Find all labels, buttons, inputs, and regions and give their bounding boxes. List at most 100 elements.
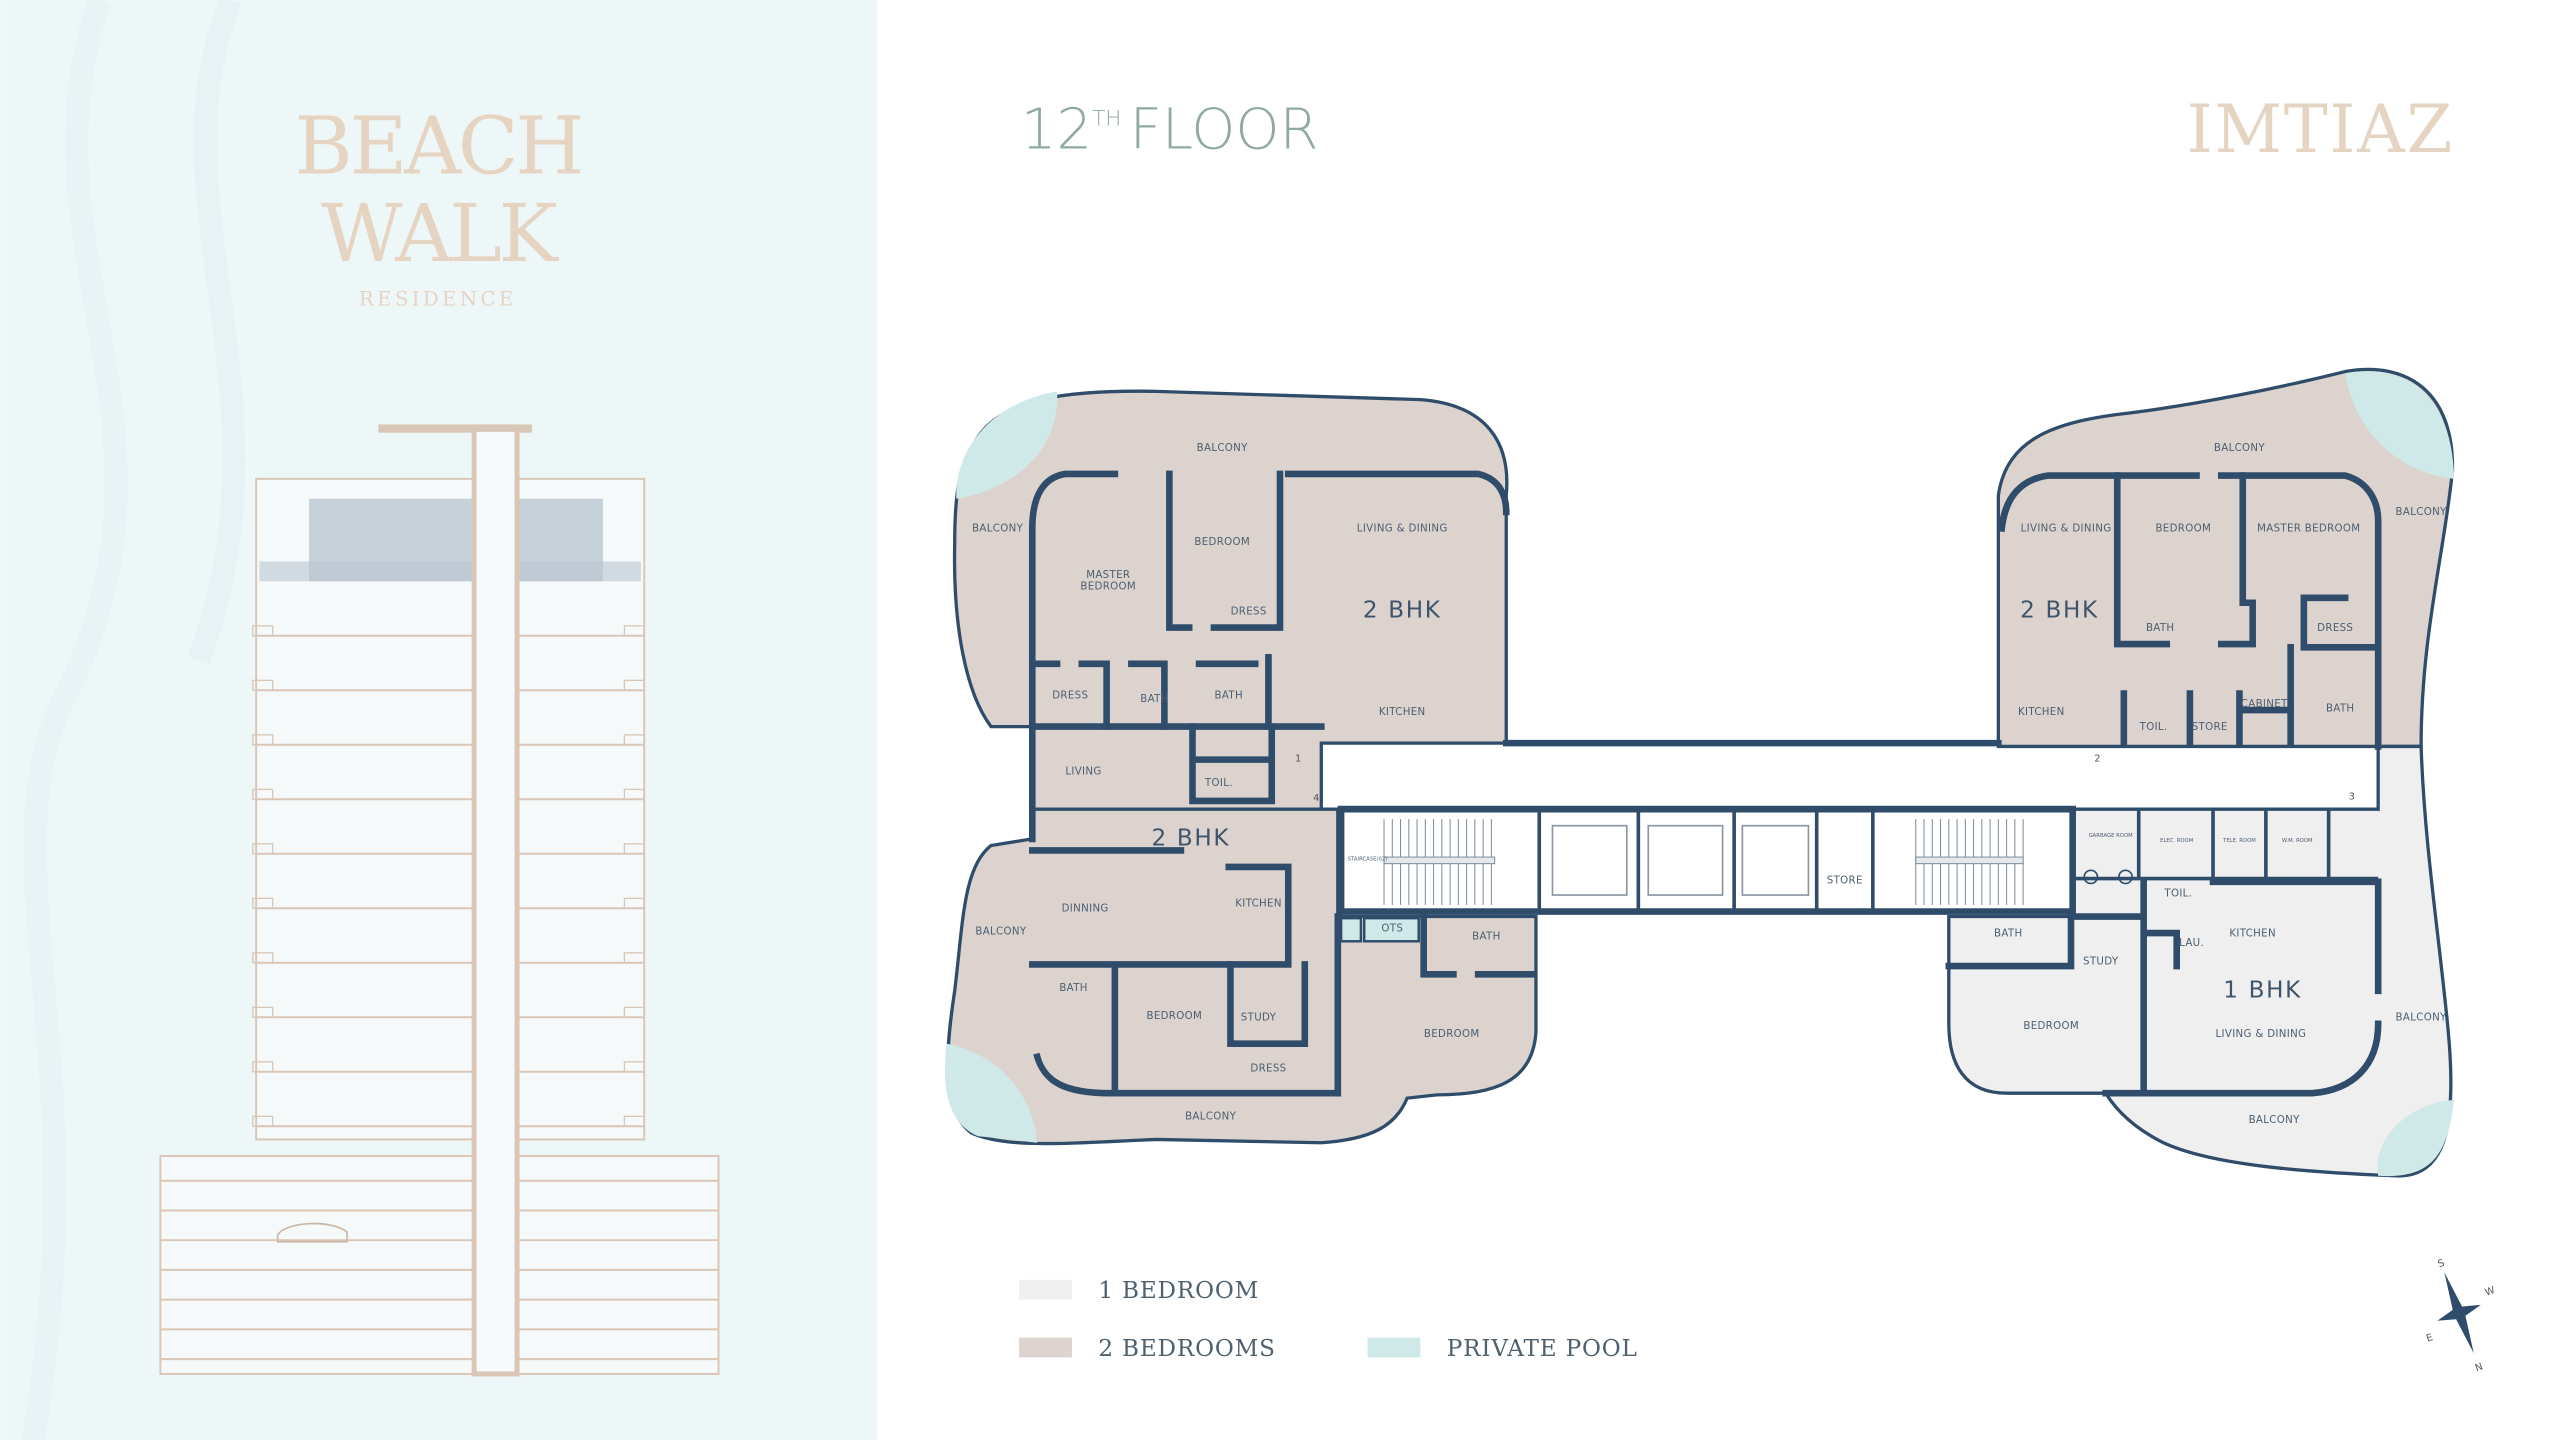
lift-1 xyxy=(1551,824,1628,896)
room-label: STORE xyxy=(1827,875,1863,886)
project-name-line2: WALK xyxy=(321,187,559,280)
balcony-rail xyxy=(252,1061,274,1073)
recycle-bin-icon xyxy=(2118,869,2133,885)
unit-2bhk-bottom-left-area xyxy=(946,807,1538,1146)
service-room-label: STAIRCASE(02) xyxy=(1348,856,1387,862)
ots-shaft xyxy=(1362,916,1420,943)
compass-w: W xyxy=(2484,1285,2497,1299)
balcony-rail xyxy=(623,1061,645,1073)
room-label: KITCHEN xyxy=(2018,707,2065,718)
legend-swatch-1-bedroom xyxy=(1019,1279,1072,1300)
room-label: KITCHEN xyxy=(1235,899,1282,910)
balcony-rail xyxy=(252,679,274,691)
room-label: BEDROOM xyxy=(1424,1029,1480,1040)
balcony-rail xyxy=(623,897,645,909)
room-label: LIVING & DINING xyxy=(2021,524,2112,535)
pool-bottom-right xyxy=(2377,1099,2455,1177)
compass-s: S xyxy=(2436,1258,2446,1270)
balcony-rail xyxy=(252,843,274,855)
room-label: DINNING xyxy=(1062,904,1109,915)
unit-door-number: 4 xyxy=(1313,793,1319,804)
service-room-label: ELEC. ROOM xyxy=(2160,838,2194,844)
room-label: BALCONY xyxy=(975,927,1026,938)
unit-door-number: 2 xyxy=(2094,753,2100,764)
room-label: BATH xyxy=(1215,691,1243,702)
room-label: STUDY xyxy=(1241,1013,1277,1024)
balcony-rail xyxy=(252,625,274,637)
unit-door-number: 3 xyxy=(2349,791,2355,802)
unit-2bhk-right-area xyxy=(1996,367,2455,749)
room-label: LIVING & DINING xyxy=(2216,1029,2307,1040)
room-label: LAU. xyxy=(2179,938,2204,949)
room-label: STORE xyxy=(2192,722,2228,733)
room-label: LIVING xyxy=(1065,766,1101,777)
room-label: MASTER BEDROOM xyxy=(2257,524,2360,535)
balcony-rail xyxy=(623,734,645,746)
shaft xyxy=(1339,916,1363,943)
balcony-rail xyxy=(252,788,274,800)
room-label: BEDROOM xyxy=(2023,1021,2079,1032)
room-label: KITCHEN xyxy=(1379,707,1426,718)
lift-2 xyxy=(1647,824,1724,896)
project-name-line3: RESIDENCE xyxy=(359,288,517,311)
room-label: DRESS xyxy=(1052,691,1088,702)
balcony-rail xyxy=(623,679,645,691)
lifts xyxy=(1551,824,1810,896)
stair-handrail xyxy=(1383,856,1496,865)
floor-plan: BALCONYBALCONYMASTERBEDROOMBEDROOMDRESSL… xyxy=(944,367,2455,1178)
room-label: OTS xyxy=(1381,923,1403,934)
compass-e: E xyxy=(2425,1332,2435,1344)
room-label: BEDROOM xyxy=(1194,537,1250,548)
room-label: BATH xyxy=(2146,623,2174,634)
room-label: DRESS xyxy=(1250,1064,1286,1075)
unit-type-label: 2 BHK xyxy=(2020,598,2099,624)
room-label: BALCONY xyxy=(1185,1112,1236,1123)
room-label: TOIL. xyxy=(2163,889,2192,900)
room-label: DRESS xyxy=(1231,606,1267,617)
waste-bin-icon xyxy=(2083,869,2099,885)
staircase-1 xyxy=(1383,819,1496,905)
balcony-rail xyxy=(252,734,274,746)
room-label: BEDROOM xyxy=(2155,524,2211,535)
room-label: BEDROOM xyxy=(1146,1011,1202,1022)
room-label: BATH xyxy=(1994,928,2022,939)
room-label: BALCONY xyxy=(2249,1115,2300,1126)
pool-top-left xyxy=(956,391,1058,499)
floor-word: FLOOR xyxy=(1130,98,1319,163)
legend-label-2-bedrooms: 2 BEDROOMS xyxy=(1098,1336,1275,1362)
compass-n: N xyxy=(2474,1361,2485,1374)
balcony-rail xyxy=(623,625,645,637)
legend-swatch-2-bedrooms xyxy=(1019,1337,1072,1358)
balcony-rail xyxy=(252,1006,274,1018)
floor-suffix: TH xyxy=(1092,107,1121,132)
unit-door-number: 1 xyxy=(1295,753,1301,764)
room-label: CABINET xyxy=(2241,699,2288,710)
legend-label-private-pool: PRIVATE POOL xyxy=(1447,1336,1638,1362)
unit-type-label: 2 BHK xyxy=(1151,826,1230,852)
compass-icon: S N E W xyxy=(2425,1258,2497,1375)
room-label: BATH xyxy=(2326,704,2354,715)
balcony-rail xyxy=(623,843,645,855)
project-name-line1: BEACH xyxy=(295,99,582,192)
service-room-label: TELE. ROOM xyxy=(2222,838,2256,844)
legend: 1 BEDROOM 2 BEDROOMS PRIVATE POOL xyxy=(1019,1278,1638,1362)
balcony-rail xyxy=(623,788,645,800)
room-label: DRESS xyxy=(2317,623,2353,634)
room-label: BATH xyxy=(1140,694,1168,705)
unit-type-label: 2 BHK xyxy=(1363,598,1442,624)
balcony-rail xyxy=(623,1115,645,1127)
room-label: BALCONY xyxy=(2396,1013,2447,1024)
room-label: TOIL. xyxy=(1204,778,1233,789)
room-label: BEDROOM xyxy=(1080,582,1136,593)
walls xyxy=(1028,470,2382,1097)
lift-3 xyxy=(1741,824,1810,896)
room-label: KITCHEN xyxy=(2229,928,2276,939)
service-room-label: GARBAGE ROOM xyxy=(2089,833,2133,839)
balcony-rail xyxy=(623,1006,645,1018)
room-label: LIVING & DINING xyxy=(1357,524,1448,535)
legend-label-1-bedroom: 1 BEDROOM xyxy=(1098,1278,1259,1304)
room-label: BALCONY xyxy=(972,524,1023,535)
pool-top-right xyxy=(2345,371,2455,479)
